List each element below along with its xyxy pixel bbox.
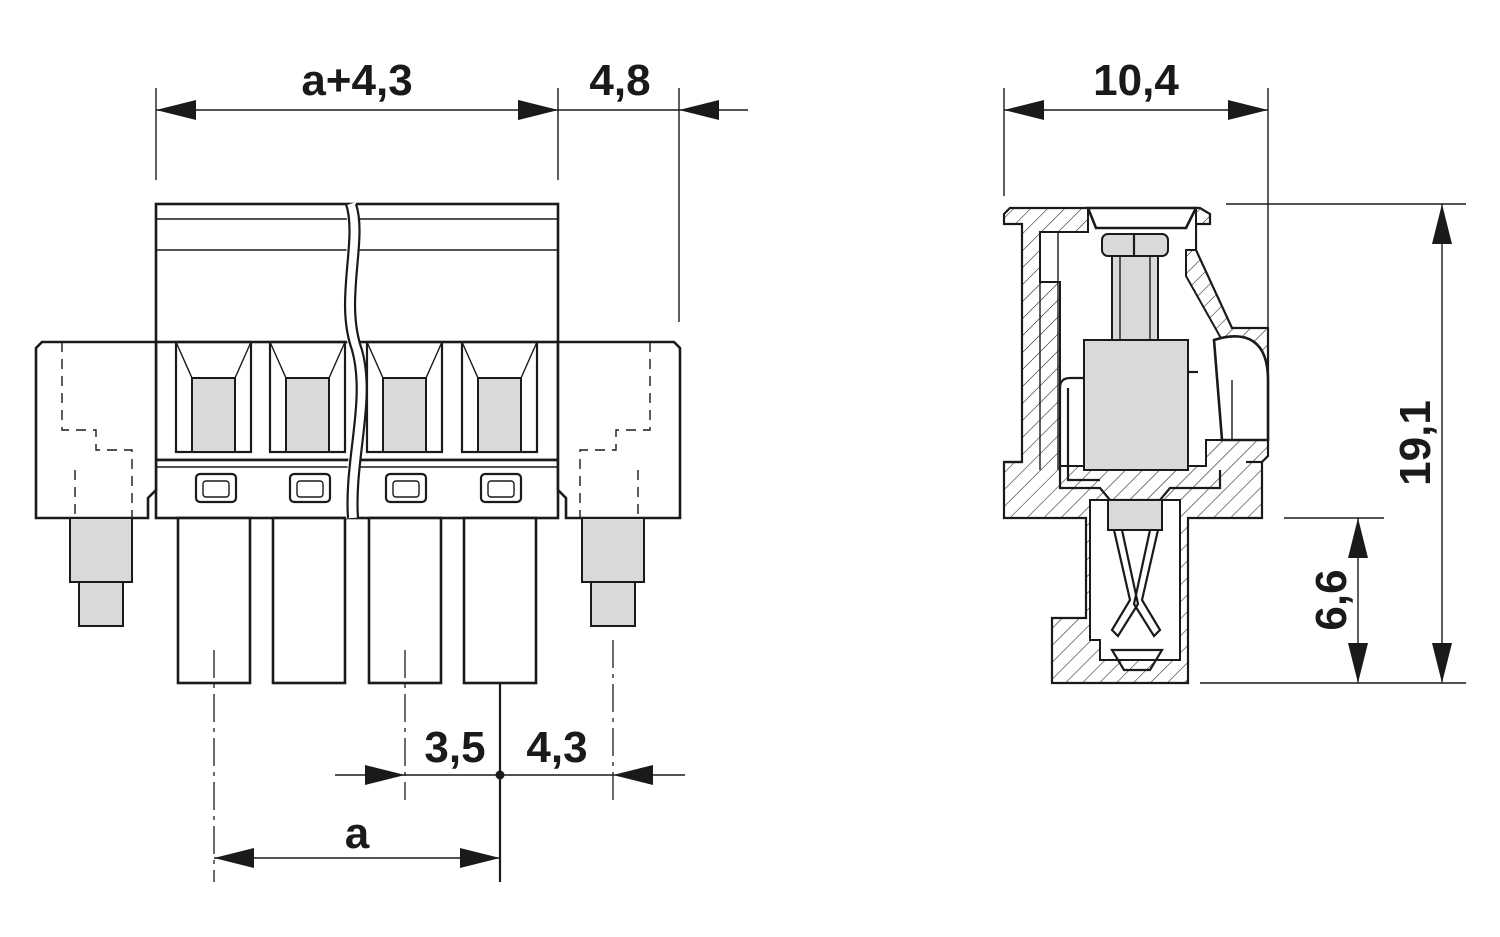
dimension-pitch: a bbox=[214, 809, 500, 868]
right-flange bbox=[556, 340, 682, 627]
dimension-label: 19,1 bbox=[1391, 400, 1440, 486]
contact-legs bbox=[176, 516, 538, 685]
dimension-label: a bbox=[345, 809, 370, 858]
dimension-label: 4,3 bbox=[526, 723, 587, 772]
clamp-block bbox=[1083, 339, 1189, 471]
dimension-label: 3,5 bbox=[424, 723, 485, 772]
dimension-pin-length: 6,6 bbox=[1284, 517, 1384, 683]
latch-windows bbox=[194, 472, 523, 504]
dimension-label: 4,8 bbox=[589, 56, 650, 105]
dimension-front-end: 4,8 bbox=[518, 56, 748, 322]
left-flange bbox=[34, 340, 158, 627]
front-view bbox=[34, 202, 682, 882]
wire-entry bbox=[365, 340, 444, 454]
dimension-label: 6,6 bbox=[1307, 569, 1356, 630]
wire-entries bbox=[174, 340, 539, 454]
contact-head bbox=[1107, 499, 1163, 531]
dimension-side-height: 19,1 bbox=[1200, 203, 1466, 684]
wire-entry bbox=[268, 340, 347, 454]
dimension-label: 10,4 bbox=[1093, 56, 1179, 105]
dimension-pitch-half: 3,5 4,3 bbox=[335, 723, 685, 785]
wire-entry bbox=[174, 340, 253, 454]
side-latch bbox=[1212, 335, 1270, 442]
wire-entry bbox=[460, 340, 539, 454]
dimension-side-depth: 10,4 bbox=[1003, 56, 1269, 330]
dimension-label: a+4,3 bbox=[301, 56, 412, 105]
side-view bbox=[1002, 206, 1270, 685]
screw bbox=[1101, 233, 1169, 343]
dimension-front-total: a+4,3 bbox=[155, 56, 559, 180]
